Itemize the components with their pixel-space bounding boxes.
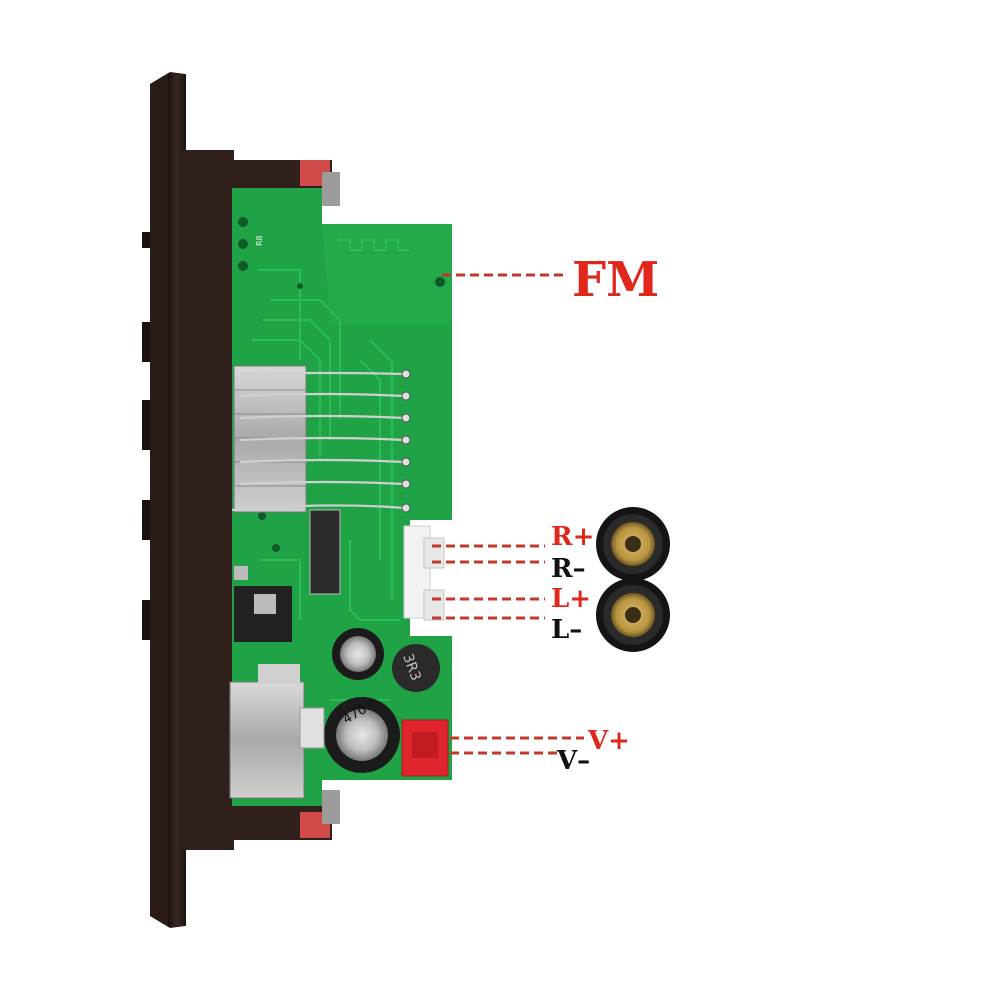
- ribbon-connector: [231, 365, 411, 513]
- small-components: [234, 509, 341, 642]
- pcb: R8: [232, 188, 452, 806]
- l-plus-label: L+: [551, 584, 592, 614]
- left-speaker-icon: [596, 578, 670, 652]
- svg-text:R8: R8: [255, 235, 264, 246]
- usb-port: [229, 664, 325, 799]
- speaker-connectors: [403, 525, 445, 621]
- fm-label: FM: [572, 252, 660, 308]
- faceplate: [142, 72, 234, 928]
- capacitors: 470: [324, 628, 400, 773]
- mounting-tabs: [232, 160, 340, 840]
- right-speaker-icon: [596, 507, 670, 581]
- v-plus-label: V+: [588, 726, 630, 756]
- l-minus-label: L–: [551, 615, 583, 645]
- inductor: 3R3: [392, 644, 440, 692]
- r-plus-label: R+: [551, 522, 595, 552]
- v-minus-label: V–: [557, 746, 591, 776]
- r-minus-label: R–: [551, 554, 586, 584]
- leader-lines: [432, 273, 584, 755]
- power-connector: [401, 719, 449, 777]
